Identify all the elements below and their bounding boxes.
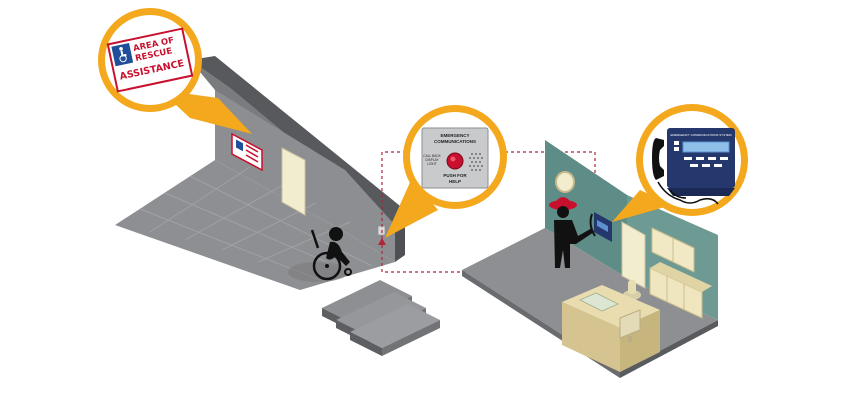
- call-box-footer-2: HELP: [449, 179, 461, 184]
- left-refuge-area: [115, 56, 440, 356]
- callout-master-station: EMERGENCY COMMUNICATIONS SYSTEM: [612, 104, 748, 222]
- wall-rescue-sign-small: [231, 132, 263, 172]
- wall-cabinets: [649, 227, 712, 319]
- wheelchair-icon: [119, 46, 127, 63]
- call-box-left-2: DISPLAY: [425, 158, 439, 162]
- handset-icon: [652, 138, 719, 205]
- wall-clock-icon: [555, 171, 575, 193]
- dashed-connector-arrow-up: [378, 238, 386, 245]
- emergency-call-box: EMERGENCY COMMUNICATIONS CALL BACK DISPL…: [421, 127, 489, 189]
- room-floor-edge-right: [620, 320, 718, 378]
- call-box-footer-1: PUSH FOR: [443, 173, 467, 178]
- monitor-icon: [619, 309, 641, 342]
- master-station-buttons: [674, 141, 728, 167]
- wall-master-station-small: [589, 212, 612, 242]
- right-control-room: [462, 140, 718, 378]
- speaker-grille: [469, 153, 483, 171]
- call-box-left-3: LIGHT: [427, 162, 436, 166]
- wheelchair-icon: [288, 227, 352, 282]
- room-door: [621, 221, 646, 289]
- master-station: EMERGENCY COMMUNICATIONS SYSTEM: [652, 128, 735, 205]
- call-button-icon: [446, 152, 464, 170]
- left-floor: [115, 160, 395, 290]
- stairs: [322, 280, 440, 356]
- area-of-rescue-sign: AREA OF RESCUE ASSISTANCE: [106, 27, 194, 93]
- call-box-header-1: EMERGENCY: [440, 133, 469, 138]
- master-station-display: [682, 141, 730, 153]
- call-box-header-2: COMMUNICATIONS: [434, 139, 476, 144]
- left-door: [281, 147, 306, 216]
- firefighter-icon: [549, 197, 594, 268]
- master-station-header: EMERGENCY COMMUNICATIONS SYSTEM: [670, 133, 732, 137]
- callout-call-box: EMERGENCY COMMUNICATIONS CALL BACK DISPL…: [385, 105, 507, 238]
- callout-rescue-sign: AREA OF RESCUE ASSISTANCE: [98, 8, 252, 134]
- call-box-left-1: CALL BACK: [423, 154, 441, 158]
